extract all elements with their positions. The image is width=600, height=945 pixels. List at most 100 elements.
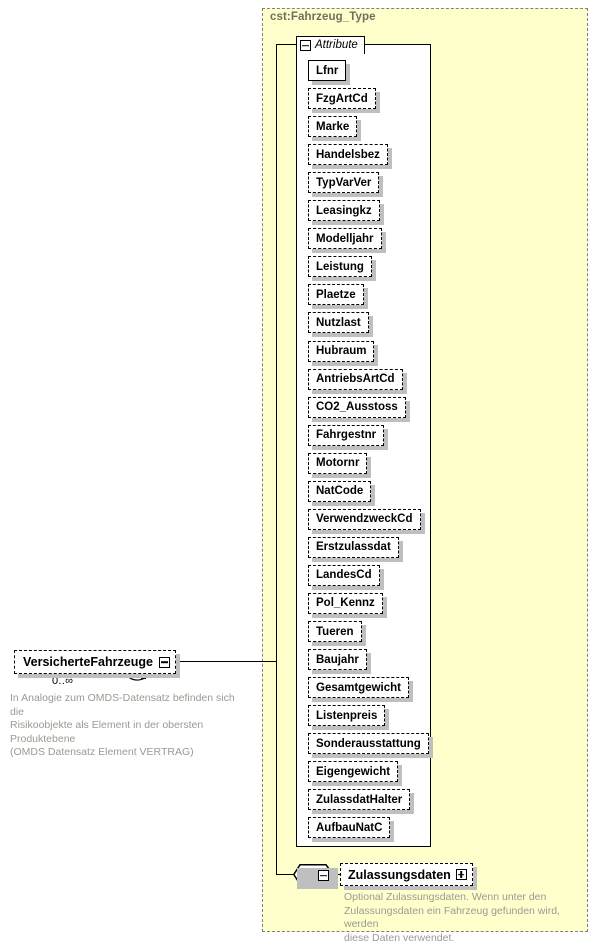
attribute-row[interactable]: Handelsbez [308, 144, 392, 170]
element-node-zulassungsdaten[interactable]: Zulassungsdaten [340, 863, 477, 890]
attribute-row[interactable]: Modelljahr [308, 228, 386, 254]
attribute-label: Hubraum [316, 345, 367, 357]
attribute-row[interactable]: Plaetze [308, 284, 368, 310]
attribute-box-wrap: Listenpreis [308, 705, 390, 731]
attribute-box[interactable]: Handelsbez [308, 144, 388, 166]
attribute-row[interactable]: CO2_Ausstoss [308, 396, 410, 422]
attribute-row[interactable]: NatCode [308, 480, 376, 506]
attribute-label: Motornr [316, 457, 360, 470]
attribute-row[interactable]: Pol_Kennz [308, 592, 387, 618]
minus-toggle-icon[interactable] [300, 40, 311, 51]
attribute-row[interactable]: Motornr [308, 452, 372, 478]
element-box[interactable]: Zulassungsdaten [340, 863, 473, 886]
attribute-row[interactable]: Gesamtgewicht [308, 677, 413, 703]
attribute-box[interactable]: Eigengewicht [308, 761, 399, 783]
attribute-box[interactable]: Motornr [308, 452, 368, 474]
element-box-wrap: Zulassungsdaten [340, 863, 477, 890]
attribute-label: Plaetze [316, 288, 356, 301]
attribute-label: Gesamtgewicht [316, 681, 401, 694]
attribute-box[interactable]: AufbauNatC [308, 817, 391, 839]
root-box-wrap: VersicherteFahrzeuge [14, 650, 180, 678]
attribute-group-header[interactable]: Attribute [296, 36, 365, 54]
attribute-row[interactable]: Nutzlast [308, 312, 373, 338]
plus-toggle-icon[interactable] [455, 869, 467, 880]
attribute-label: Listenpreis [316, 709, 378, 722]
attribute-box-wrap: Fahrgestnr [308, 424, 389, 450]
attribute-box[interactable]: FzgArtCd [308, 88, 376, 110]
minus-toggle-icon[interactable] [318, 870, 329, 881]
attribute-label: CO2_Ausstoss [316, 401, 398, 414]
attribute-label: Tueren [316, 625, 354, 638]
attribute-label: AufbauNatC [316, 821, 383, 834]
attribute-row[interactable]: Marke [308, 116, 362, 142]
attribute-box[interactable]: Plaetze [308, 284, 364, 306]
attribute-box[interactable]: AntriebsArtCd [308, 368, 403, 390]
attribute-row[interactable]: Eigengewicht [308, 761, 403, 787]
annotation-zulassungsdaten: Optional Zulassungsdaten. Wenn unter den… [344, 891, 560, 944]
connector-root-to-branch [152, 661, 277, 663]
attribute-box-wrap: LandesCd [308, 564, 384, 590]
attribute-label: Baujahr [316, 653, 359, 666]
attribute-row[interactable]: Tueren [308, 621, 366, 646]
attribute-label: Leasingkz [316, 204, 372, 217]
attribute-box[interactable]: Nutzlast [308, 312, 369, 334]
attribute-box[interactable]: LandesCd [308, 564, 380, 586]
attribute-box[interactable]: VerwendzweckCd [308, 508, 421, 530]
attribute-box-wrap: NatCode [308, 480, 376, 506]
attribute-box[interactable]: Sonderausstattung [308, 733, 429, 755]
attribute-box-wrap: Sonderausstattung [308, 733, 433, 759]
attribute-box-wrap: Eigengewicht [308, 761, 403, 787]
attribute-box[interactable]: Modelljahr [308, 228, 382, 250]
attribute-box[interactable]: Gesamtgewicht [308, 677, 409, 699]
attribute-row[interactable]: AntriebsArtCd [308, 368, 407, 394]
attribute-label: Leistung [316, 260, 364, 273]
attribute-box[interactable]: NatCode [308, 480, 372, 502]
attribute-box[interactable]: Hubraum [308, 340, 375, 362]
connector-sequence-to-element [334, 874, 342, 876]
attribute-row[interactable]: Listenpreis [308, 705, 390, 731]
attribute-box-wrap: Pol_Kennz [308, 592, 387, 618]
attribute-box[interactable]: Listenpreis [308, 705, 386, 727]
attribute-box-wrap: Leasingkz [308, 200, 384, 226]
sequence-minus-toggle[interactable] [318, 868, 329, 886]
attribute-label: AntriebsArtCd [316, 373, 395, 386]
attribute-box[interactable]: Pol_Kennz [308, 592, 383, 614]
attribute-row[interactable]: AufbauNatC [308, 817, 395, 843]
attribute-row[interactable]: Erstzulassdat [308, 536, 403, 562]
attribute-box[interactable]: Leasingkz [308, 200, 380, 222]
attribute-box[interactable]: Fahrgestnr [308, 424, 385, 446]
minus-toggle-icon[interactable] [158, 656, 170, 668]
attribute-box[interactable]: Tueren [308, 621, 362, 642]
root-box[interactable]: VersicherteFahrzeuge [14, 650, 176, 674]
attribute-box[interactable]: Leistung [308, 256, 372, 278]
attribute-row[interactable]: Lfnr [308, 60, 351, 85]
attribute-row[interactable]: Leistung [308, 256, 376, 282]
attribute-label: ZulassdatHalter [316, 793, 403, 806]
attribute-box[interactable]: Marke [308, 116, 358, 138]
attribute-box[interactable]: CO2_Ausstoss [308, 396, 406, 418]
cardinality-label: 0..∞ [52, 675, 74, 687]
connector-branch-to-attributes [276, 44, 297, 46]
attribute-row[interactable]: ZulassdatHalter [308, 789, 415, 815]
attribute-box[interactable]: Lfnr [308, 60, 347, 81]
attribute-row[interactable]: LandesCd [308, 564, 384, 590]
attribute-row[interactable]: Sonderausstattung [308, 733, 433, 759]
attribute-box[interactable]: Baujahr [308, 649, 367, 671]
attribute-row[interactable]: Baujahr [308, 649, 371, 675]
attribute-box[interactable]: ZulassdatHalter [308, 789, 411, 811]
attribute-box[interactable]: Erstzulassdat [308, 536, 399, 558]
attribute-label: Eigengewicht [316, 765, 391, 778]
attribute-box-wrap: Gesamtgewicht [308, 677, 413, 703]
attribute-row[interactable]: VerwendzweckCd [308, 508, 425, 534]
attribute-row[interactable]: Leasingkz [308, 200, 384, 226]
attribute-label: FzgArtCd [316, 92, 368, 105]
attribute-row[interactable]: Fahrgestnr [308, 424, 389, 450]
complex-type-title: cst:Fahrzeug_Type [270, 11, 376, 23]
attribute-row[interactable]: FzgArtCd [308, 88, 380, 114]
attribute-row[interactable]: Hubraum [308, 340, 379, 366]
attribute-box-wrap: AufbauNatC [308, 817, 395, 843]
element-node-versichertefahrzeuge[interactable]: VersicherteFahrzeuge [14, 650, 180, 678]
attribute-row[interactable]: TypVarVer [308, 172, 384, 198]
attribute-box[interactable]: TypVarVer [308, 172, 380, 194]
attribute-label: Lfnr [316, 64, 339, 77]
